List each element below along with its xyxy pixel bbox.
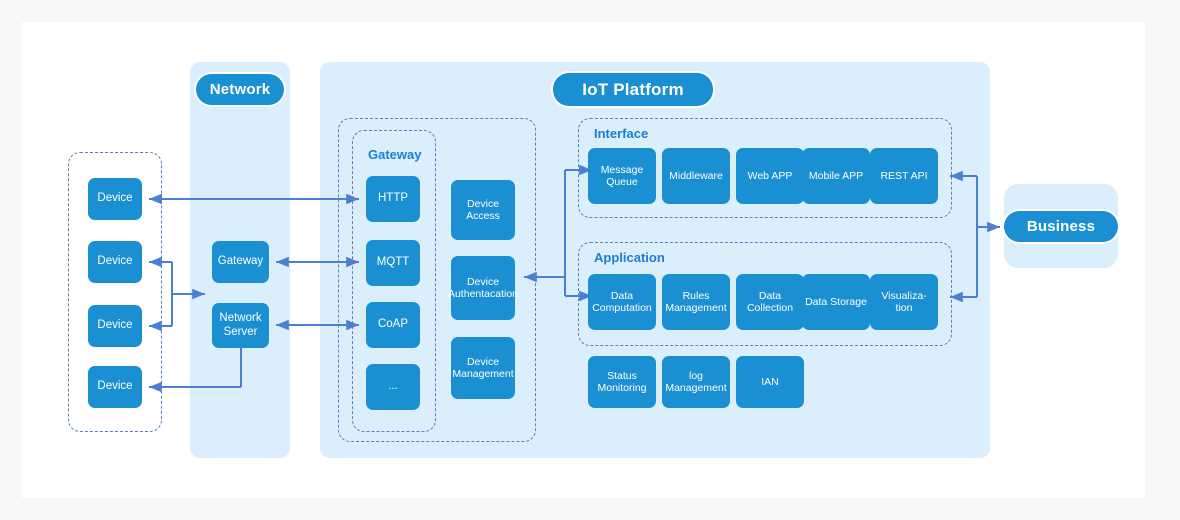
application-node-data-collection[interactable]: Data Collection [736, 274, 804, 330]
device-access-node[interactable]: Device Access [451, 180, 515, 240]
interface-node-mobile-app[interactable]: Mobile APP [802, 148, 870, 204]
protocol-node-more[interactable]: ... [366, 364, 420, 410]
interface-node-rest-api[interactable]: REST API [870, 148, 938, 204]
network-title-pill: Network [196, 74, 284, 105]
application-node-data-storage[interactable]: Data Storage [802, 274, 870, 330]
device-node[interactable]: Device [88, 178, 142, 220]
interface-group-title: Interface [594, 126, 649, 141]
device-node[interactable]: Device [88, 366, 142, 408]
protocol-node-mqtt[interactable]: MQTT [366, 240, 420, 286]
operations-node-ian[interactable]: IAN [736, 356, 804, 408]
operations-node-status-monitoring[interactable]: Status Monitoring [588, 356, 656, 408]
application-node-data-computation[interactable]: Data Computation [588, 274, 656, 330]
gateway-inner-boundary [352, 130, 436, 432]
interface-group-boundary [578, 118, 952, 218]
application-node-visualization[interactable]: Visualiza-tion [870, 274, 938, 330]
interface-node-middleware[interactable]: Middleware [662, 148, 730, 204]
device-node[interactable]: Device [88, 241, 142, 283]
operations-node-log-management[interactable]: log Management [662, 356, 730, 408]
gateway-outer-boundary [338, 118, 536, 442]
protocol-node-coap[interactable]: CoAP [366, 302, 420, 348]
protocol-node-http[interactable]: HTTP [366, 176, 420, 222]
device-management-node[interactable]: Device Management [451, 337, 515, 399]
network-server-node[interactable]: Network Server [212, 303, 269, 348]
application-group-title: Application [594, 250, 665, 265]
network-gateway-node[interactable]: Gateway [212, 241, 269, 283]
interface-node-web-app[interactable]: Web APP [736, 148, 804, 204]
business-title-pill: Business [1004, 211, 1118, 242]
application-node-rules-management[interactable]: Rules Management [662, 274, 730, 330]
gateway-group-title: Gateway [368, 147, 422, 162]
interface-node-message-queue[interactable]: Message Queue [588, 148, 656, 204]
application-group-boundary [578, 242, 952, 346]
iot-platform-title-pill: IoT Platform [553, 73, 713, 106]
device-node[interactable]: Device [88, 305, 142, 347]
device-group-boundary [68, 152, 162, 432]
device-authentication-node[interactable]: Device Authentacation [448, 256, 518, 320]
